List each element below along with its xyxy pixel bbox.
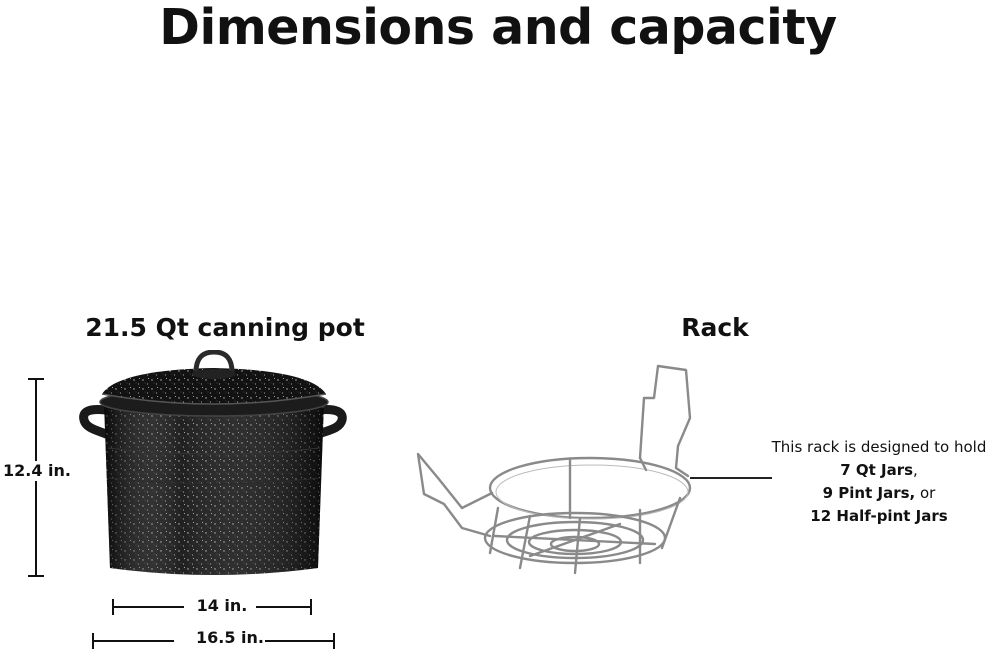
page-title: Dimensions and capacity <box>159 0 837 56</box>
rack-capacity-or: or <box>915 484 936 502</box>
width-dimension-cap-right <box>310 599 312 615</box>
rack-note-intro: This rack is designed to hold <box>771 438 987 456</box>
rack-capacity-line-2: 9 Pint Jars, or <box>745 482 996 505</box>
rack-capacity-note: This rack is designed to hold 7 Qt Jars,… <box>745 436 996 528</box>
handle-width-dimension-cap-right <box>333 633 335 649</box>
rack-callout-line <box>690 477 772 479</box>
canning-pot-image <box>79 350 347 575</box>
handle-width-dimension-line-right <box>265 640 335 642</box>
handle-width-dimension-cap-left <box>92 633 94 649</box>
rack-capacity-line-1: 7 Qt Jars, <box>745 459 996 482</box>
width-dimension-line-left <box>112 606 184 608</box>
rack-capacity-sep: , <box>913 461 918 479</box>
pot-heading: 21.5 Qt canning pot <box>85 313 365 342</box>
rack-capacity-half-pint: 12 Half-pint Jars <box>810 507 948 525</box>
rack-capacity-pint: 9 Pint Jars, <box>822 484 916 502</box>
rack-capacity-quart: 7 Qt Jars <box>840 461 914 479</box>
width-dimension-cap-left <box>112 599 114 615</box>
height-dimension-cap-bottom <box>28 575 44 577</box>
width-label: 14 in. <box>196 596 248 615</box>
handle-width-label: 16.5 in. <box>196 628 264 647</box>
height-dimension-cap-top <box>28 378 44 380</box>
width-dimension-line-right <box>256 606 312 608</box>
rack-heading: Rack <box>681 313 749 342</box>
rack-image <box>416 364 692 575</box>
height-label: 12.4 in. <box>2 461 72 481</box>
rack-capacity-line-3: 12 Half-pint Jars <box>745 505 996 528</box>
handle-width-dimension-line-left <box>92 640 174 642</box>
